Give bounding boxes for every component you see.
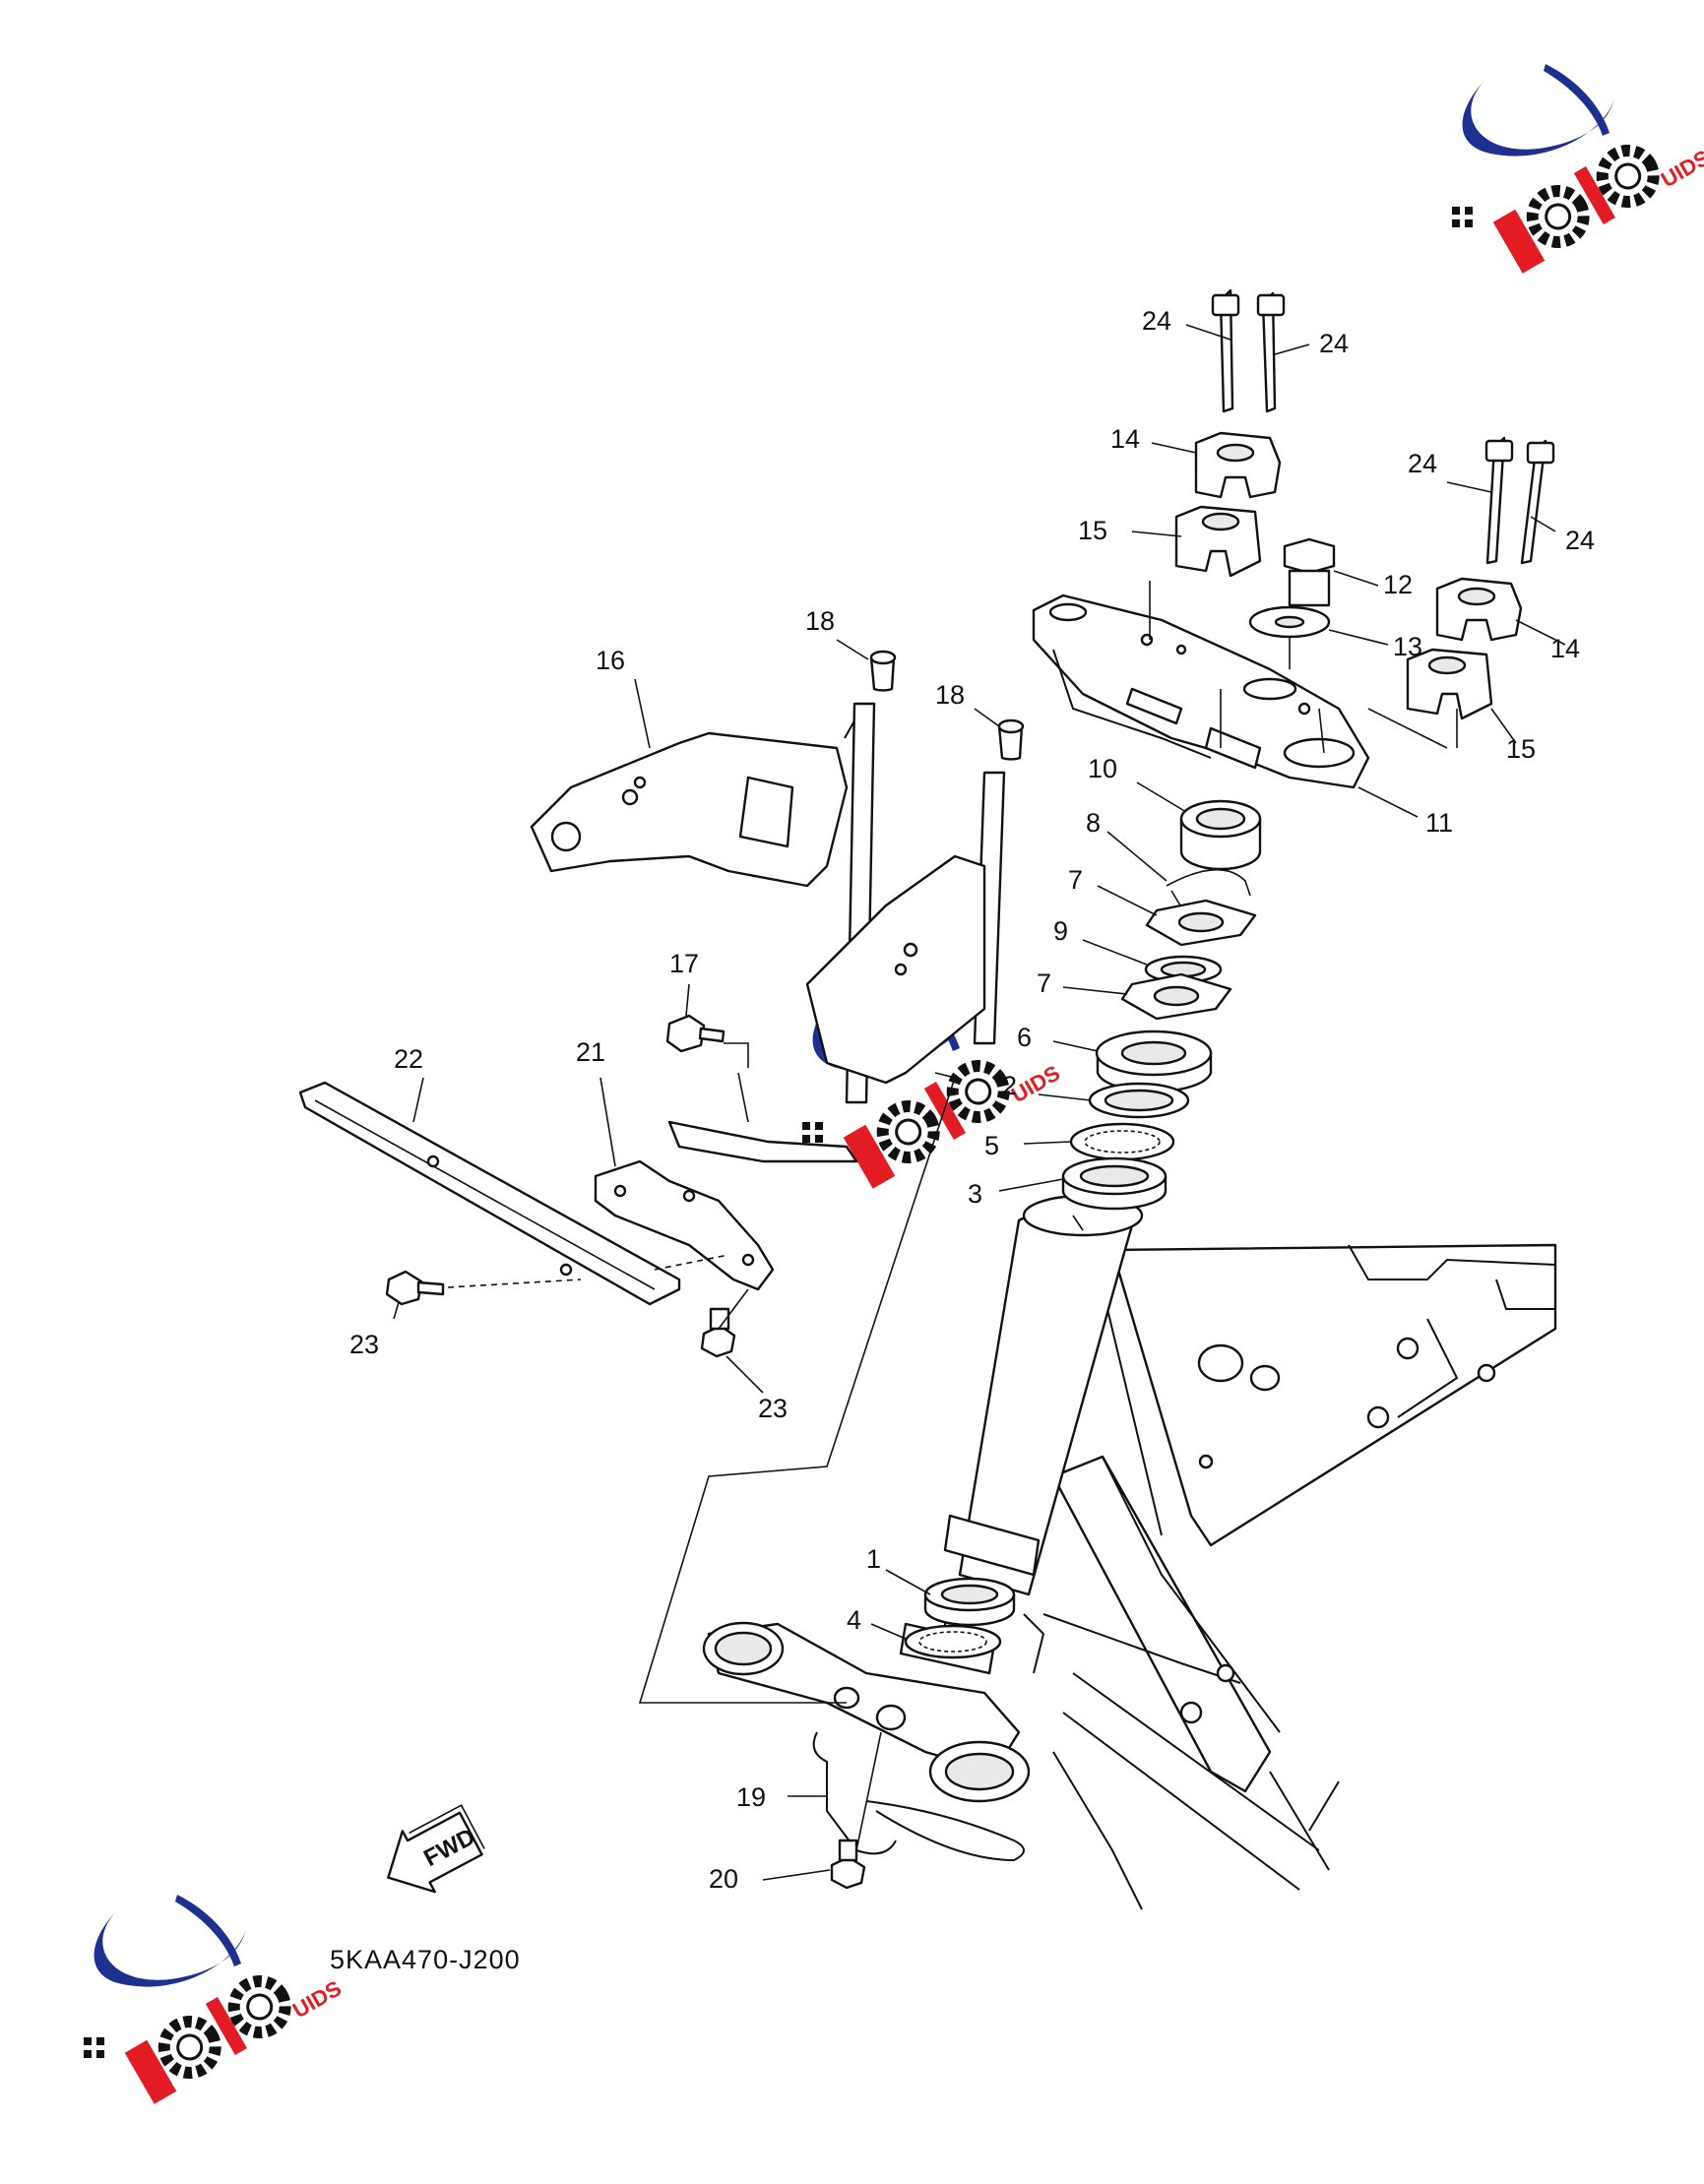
bolts-23 xyxy=(385,1270,736,1358)
callout-12: 12 xyxy=(1383,570,1413,599)
callout-23b: 23 xyxy=(758,1394,788,1423)
plate-bracket xyxy=(594,1120,858,1291)
callout-3: 3 xyxy=(968,1179,982,1209)
callout-15b: 15 xyxy=(1506,734,1536,764)
center-bolt-and-washer xyxy=(1248,537,1336,639)
callout-6: 6 xyxy=(1017,1023,1032,1052)
callout-4: 4 xyxy=(847,1605,861,1635)
leader-lines xyxy=(393,324,1566,1881)
under-bracket xyxy=(702,1594,1031,1803)
drawing-code: 5KAA470-J200 xyxy=(330,1945,521,1974)
callout-23a: 23 xyxy=(349,1330,379,1359)
callout-5: 5 xyxy=(984,1131,999,1160)
callout-21: 21 xyxy=(576,1037,605,1067)
fwd-arrow: FWD xyxy=(387,1804,485,1894)
callout-7b: 7 xyxy=(1037,968,1051,998)
callout-22: 22 xyxy=(394,1044,423,1074)
callout-10: 10 xyxy=(1088,754,1117,783)
callout-15a: 15 xyxy=(1078,516,1107,545)
callout-14a: 14 xyxy=(1110,424,1140,454)
upper-bracket xyxy=(1032,593,1370,789)
callout-24d: 24 xyxy=(1565,526,1595,555)
handlebar-holders xyxy=(1174,288,1555,720)
bolt-17 xyxy=(665,1014,726,1053)
callout-18b: 18 xyxy=(935,680,965,710)
logo-top-right xyxy=(1452,64,1704,276)
license-plate xyxy=(298,1081,681,1306)
callout-9: 9 xyxy=(1053,916,1068,946)
bearing-stack xyxy=(904,799,1262,1659)
callout-17: 17 xyxy=(669,949,699,978)
assembly-lines xyxy=(447,581,1458,1851)
callout-18a: 18 xyxy=(805,606,835,636)
logo-bottom-left xyxy=(84,1895,346,2106)
callout-24a: 24 xyxy=(1142,306,1171,336)
callout-1: 1 xyxy=(866,1544,881,1574)
callout-24c: 24 xyxy=(1408,449,1437,478)
frame xyxy=(1042,1243,1557,1910)
callout-2: 2 xyxy=(1002,1071,1017,1100)
meter-bracket xyxy=(530,650,1025,1104)
callout-16: 16 xyxy=(596,646,625,675)
callouts: 1 2 3 4 5 6 7 7 8 9 10 11 12 13 14 14 15… xyxy=(349,306,1595,1894)
callout-14b: 14 xyxy=(1550,634,1580,663)
callout-8: 8 xyxy=(1086,808,1101,838)
callout-11: 11 xyxy=(1425,808,1453,838)
callout-20: 20 xyxy=(709,1864,738,1894)
callout-24b: 24 xyxy=(1319,329,1349,358)
callout-13: 13 xyxy=(1393,632,1422,661)
callout-19: 19 xyxy=(736,1782,766,1812)
hose-guide xyxy=(812,1731,1025,1890)
callout-7a: 7 xyxy=(1068,865,1083,895)
